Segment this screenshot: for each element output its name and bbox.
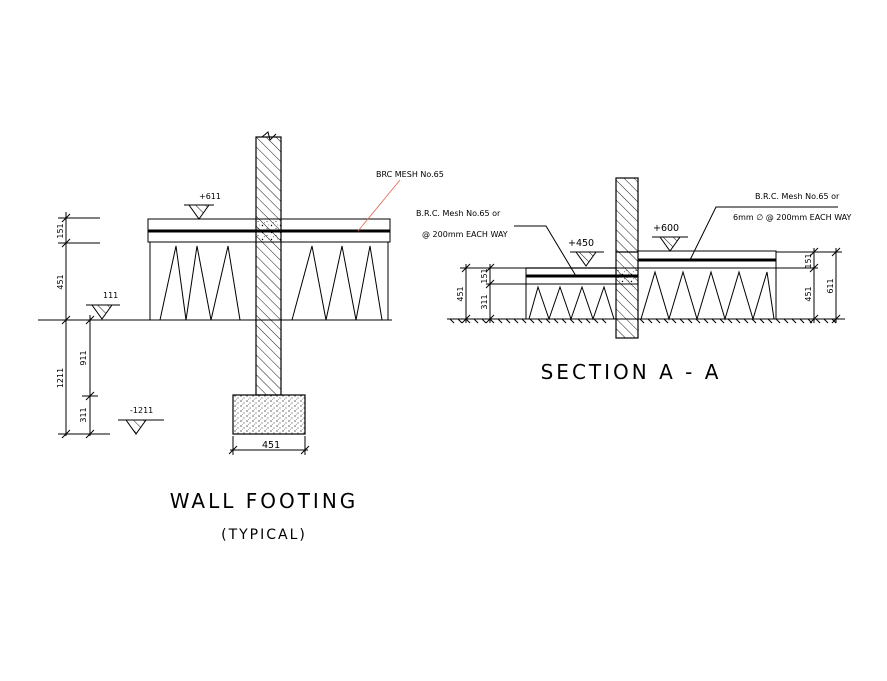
section-ground-hatch bbox=[449, 318, 837, 324]
mesh-label: BRC MESH No.65 bbox=[376, 170, 444, 179]
mesh-right-leader bbox=[689, 206, 838, 261]
section-dim-left-total: 451 bbox=[456, 286, 465, 301]
level-marker-ground: 111 bbox=[86, 291, 120, 320]
footing-width-dim: 451 bbox=[262, 440, 280, 451]
section-dim-right-slab: 151 bbox=[804, 253, 813, 268]
right-fill-zigzag bbox=[640, 270, 775, 321]
mesh-left-line2: @ 200mm EACH WAY bbox=[422, 230, 508, 239]
fill-zigzag-right bbox=[291, 245, 383, 321]
section-dim-right-fill: 451 bbox=[804, 286, 813, 301]
dim-depth-total: 1211 bbox=[56, 368, 65, 388]
wall-footing-detail: 451 +611 111 -1211 151 451 12 bbox=[38, 131, 444, 543]
dim-depth-low: 311 bbox=[79, 407, 88, 422]
wall-footing-subtitle: (TYPICAL) bbox=[221, 527, 307, 543]
level-marker-bottom: -1211 bbox=[118, 406, 164, 435]
wall-footing-title: WALL FOOTING bbox=[170, 489, 359, 513]
dim-depth-mid: 911 bbox=[79, 350, 88, 365]
mesh-leader-line bbox=[357, 179, 401, 232]
footing bbox=[232, 394, 306, 435]
section-dim-left-fill: 311 bbox=[480, 294, 489, 309]
level-right-label: +600 bbox=[653, 223, 679, 234]
section-wall bbox=[615, 177, 639, 339]
dim-fill: 451 bbox=[56, 274, 65, 289]
mesh-left-leader bbox=[514, 225, 577, 277]
dim-slab: 151 bbox=[56, 223, 65, 238]
fill-zigzag-left bbox=[159, 245, 241, 321]
mesh-right-line2: 6mm ∅ @ 200mm EACH WAY bbox=[733, 213, 852, 222]
wall-break-mark bbox=[261, 131, 277, 141]
level-bottom-label: -1211 bbox=[130, 406, 153, 415]
section-dim-left-slab: 151 bbox=[480, 268, 489, 283]
left-fill-zigzag bbox=[528, 285, 615, 321]
mesh-right-line1: B.R.C. Mesh No.65 or bbox=[755, 192, 840, 201]
level-marker-right: +600 bbox=[652, 223, 688, 252]
level-marker-left: +450 bbox=[568, 238, 604, 267]
level-top-label: +611 bbox=[199, 192, 221, 201]
section-aa-title: SECTION A - A bbox=[541, 360, 722, 384]
mesh-left-line1: B.R.C. Mesh No.65 or bbox=[416, 209, 501, 218]
section-aa-detail: +450 +600 451 151 311 151 451 611 bbox=[416, 177, 852, 384]
level-ground-label: 111 bbox=[103, 291, 118, 300]
section-dim-right-total: 611 bbox=[826, 278, 835, 293]
wall bbox=[255, 136, 282, 396]
left-fill-zone bbox=[525, 283, 617, 320]
right-fill-zone bbox=[637, 267, 777, 320]
level-marker-top: +611 bbox=[184, 192, 221, 220]
level-left-label: +450 bbox=[568, 238, 594, 249]
